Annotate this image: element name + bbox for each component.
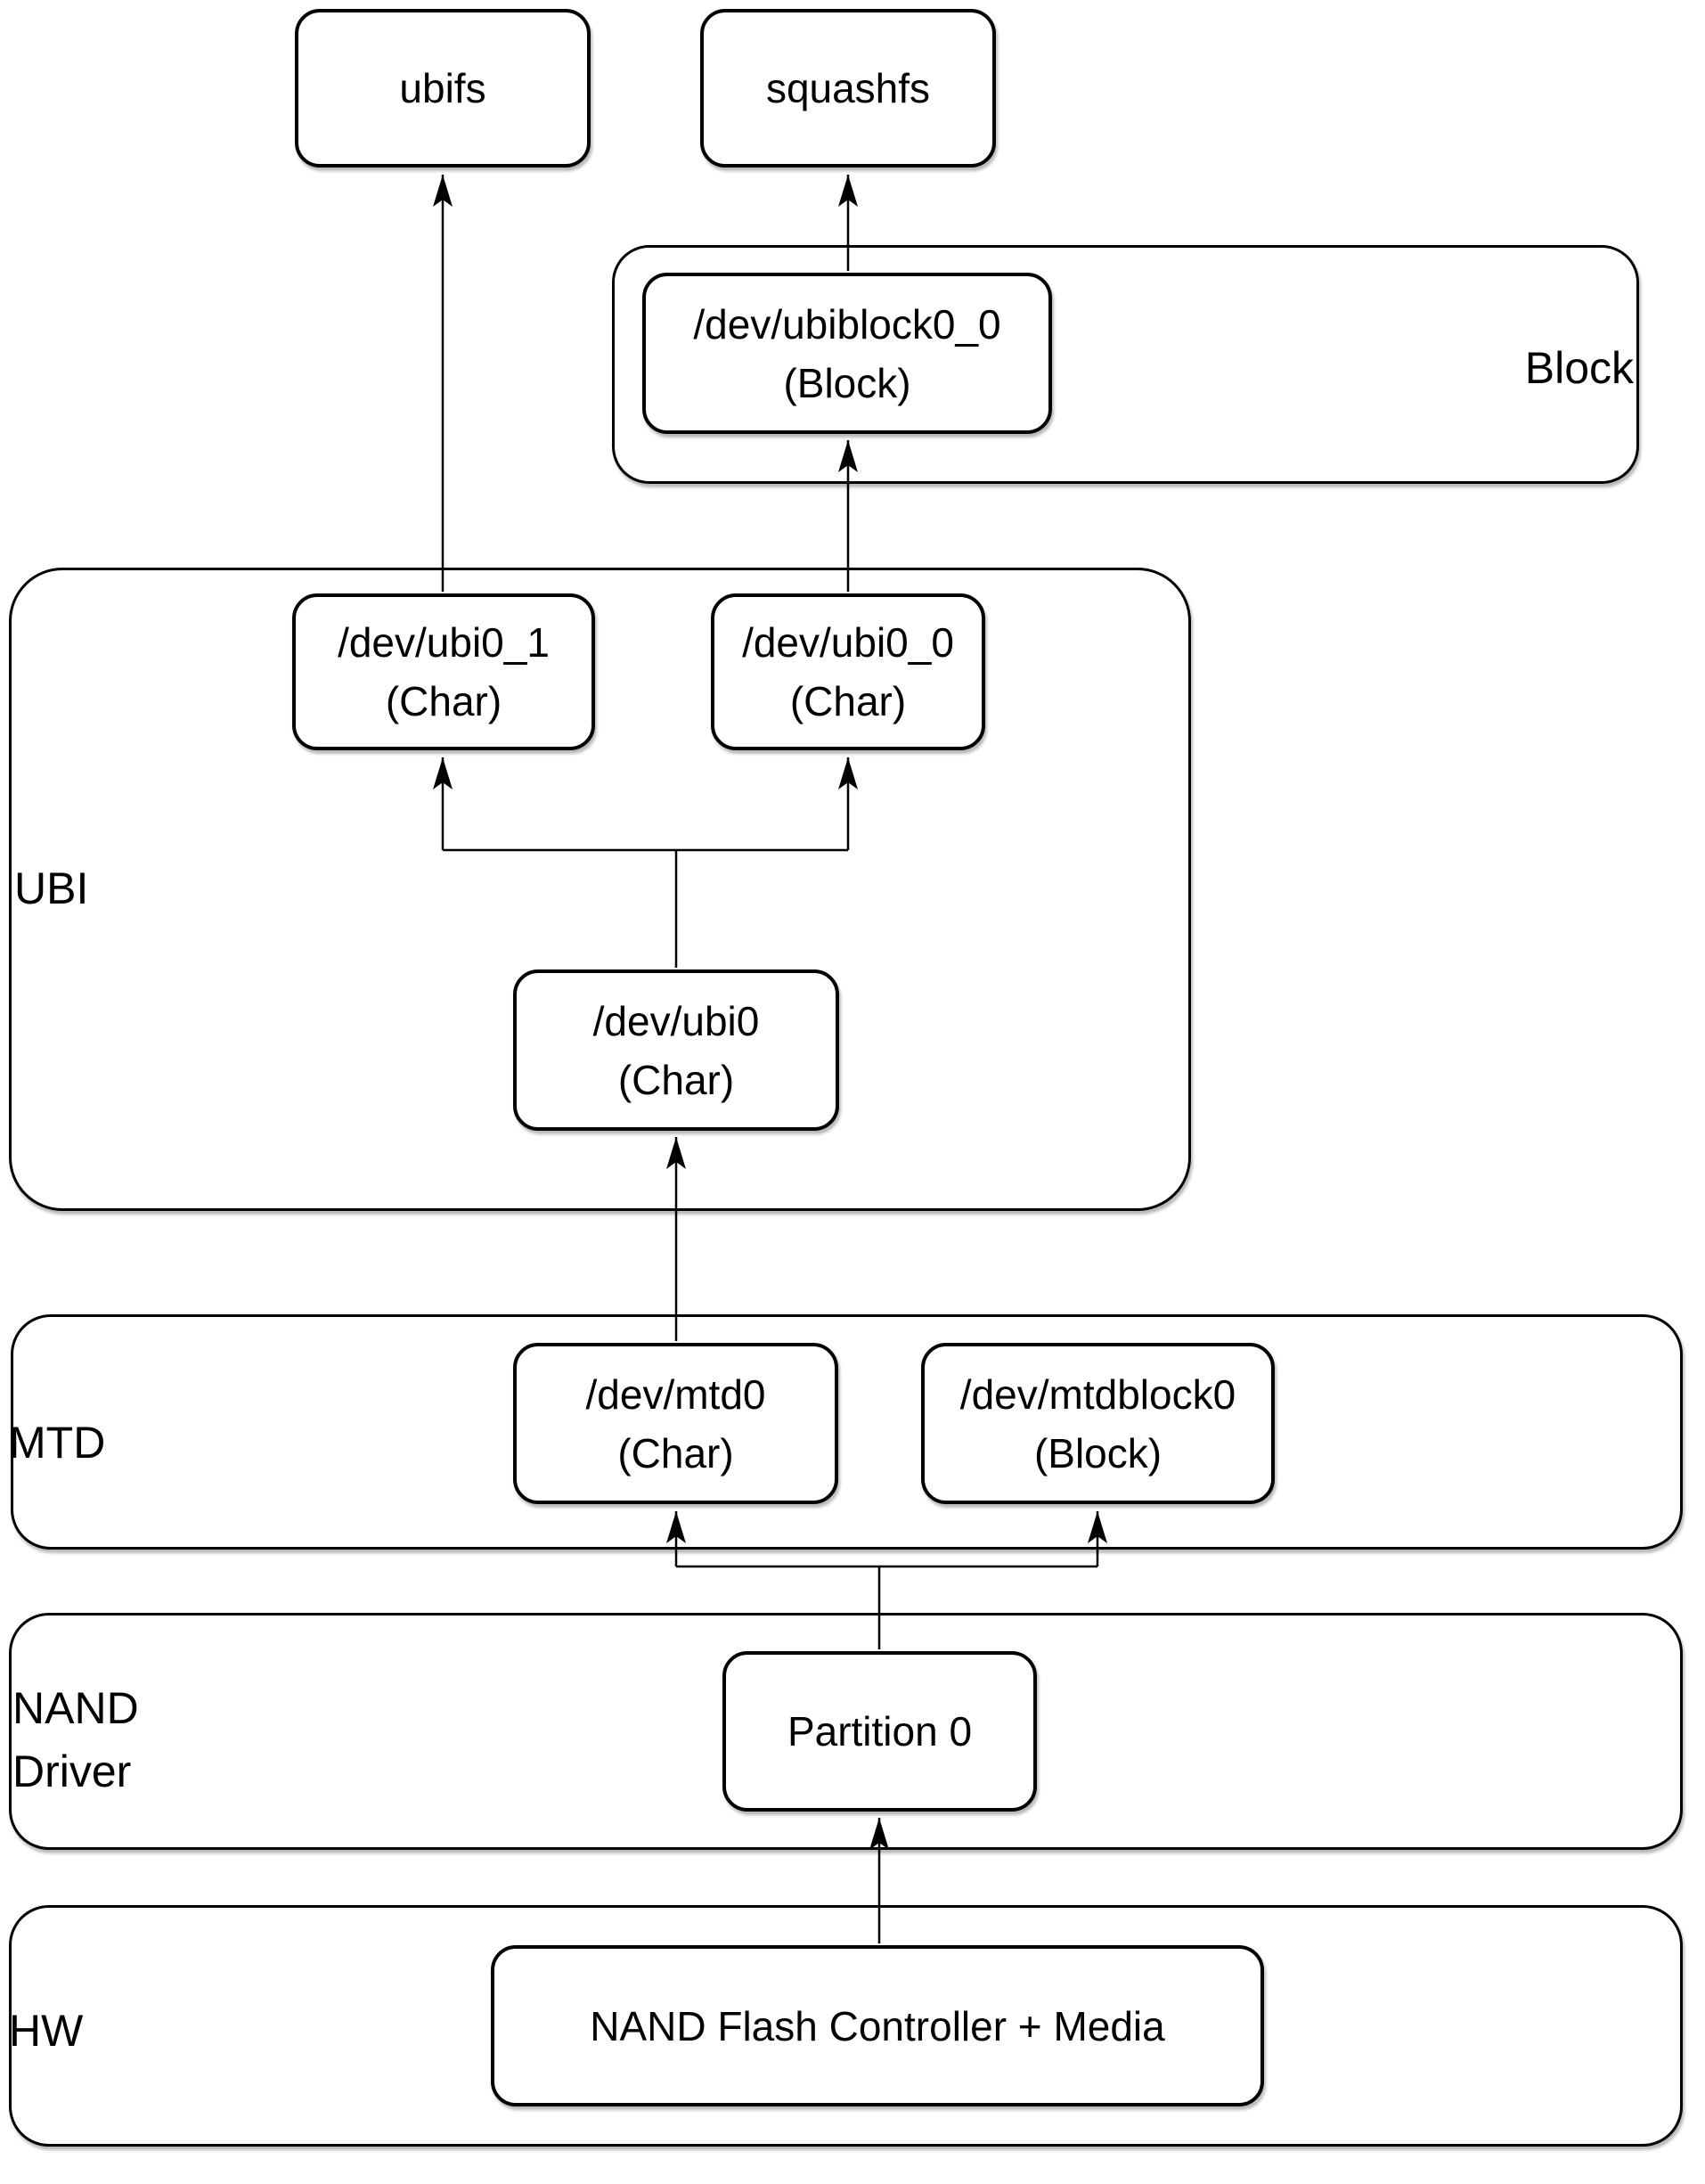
node-partition0-label: Partition 0 (787, 1708, 973, 1755)
node-ubi0-type: (Char) (617, 1056, 735, 1103)
node-ubiblock0-0-path: /dev/ubiblock0_0 (693, 300, 1001, 348)
node-partition0: Partition 0 (722, 1651, 1037, 1812)
node-ubi0-0-type: (Char) (789, 678, 907, 724)
node-ubi0-1-type: (Char) (385, 678, 502, 724)
label-hw-layer: HW (9, 2006, 84, 2056)
node-ubi0-0: /dev/ubi0_0 (Char) (711, 593, 985, 750)
node-ubi0: /dev/ubi0 (Char) (513, 969, 839, 1131)
label-block-layer: Block (1524, 343, 1634, 393)
node-ubi0-path: /dev/ubi0 (592, 997, 760, 1044)
label-nand-driver-layer: NAND Driver (12, 1683, 139, 1796)
node-ubiblock0-0-type: (Block) (783, 359, 911, 406)
node-mtd0: /dev/mtd0 (Char) (513, 1343, 838, 1504)
node-mtdblock0-path: /dev/mtdblock0 (959, 1370, 1236, 1418)
node-nand-flash-controller: NAND Flash Controller + Media (491, 1945, 1264, 2106)
node-ubiblock0-0: /dev/ubiblock0_0 (Block) (642, 273, 1052, 434)
node-ubifs: ubifs (295, 9, 591, 168)
node-mtdblock0: /dev/mtdblock0 (Block) (921, 1343, 1275, 1504)
node-mtd0-type: (Char) (617, 1429, 734, 1476)
node-squashfs-label: squashfs (765, 65, 931, 111)
node-ubifs-label: ubifs (399, 65, 486, 111)
container-mtd-layer (11, 1314, 1683, 1550)
node-mtd0-path: /dev/mtd0 (585, 1370, 766, 1418)
label-ubi-layer: UBI (14, 863, 89, 913)
node-squashfs: squashfs (700, 9, 996, 168)
label-mtd-layer: MTD (9, 1418, 106, 1468)
node-ubi0-0-path: /dev/ubi0_0 (742, 619, 954, 666)
node-ubi0-1: /dev/ubi0_1 (Char) (292, 593, 595, 750)
node-nand-flash-controller-label: NAND Flash Controller + Media (590, 2002, 1165, 2049)
node-mtdblock0-type: (Block) (1033, 1429, 1162, 1476)
node-ubi0-1-path: /dev/ubi0_1 (338, 619, 550, 666)
